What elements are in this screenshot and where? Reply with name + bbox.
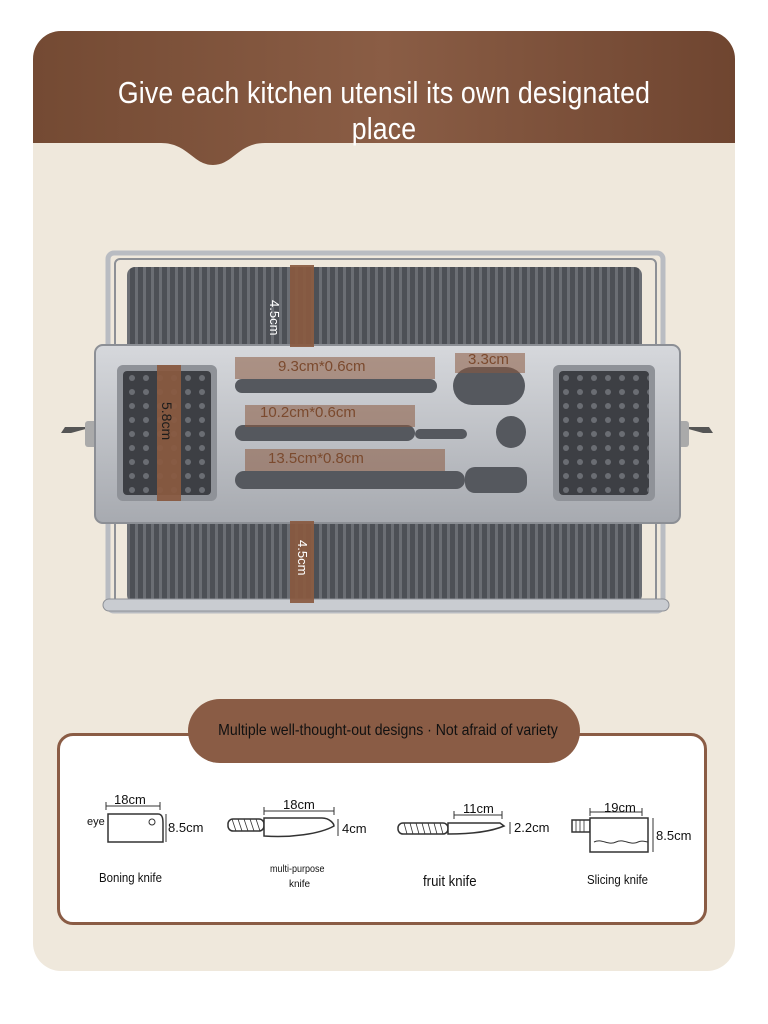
boning-height: 8.5cm	[168, 820, 204, 835]
slicing-name: Slicing knife	[587, 872, 649, 887]
board-bottom	[127, 513, 642, 603]
cleaver-icon	[105, 802, 167, 843]
fruit-name: fruit knife	[423, 873, 477, 890]
boning-name: Boning knife	[99, 870, 162, 885]
multi-height: 4cm	[342, 821, 367, 836]
header-banner	[33, 31, 735, 165]
multi-name-line1: multi-purpose	[270, 864, 325, 875]
section-pill	[188, 699, 580, 763]
fruit-width: 11cm	[463, 801, 494, 816]
slicing-height: 8.5cm	[656, 828, 692, 843]
slot-2-label: 10.2cm*0.6cm	[260, 404, 356, 421]
chef-knife-icon	[227, 807, 339, 838]
multi-width: 18cm	[283, 797, 315, 812]
slot-3	[235, 471, 465, 489]
slot-2	[235, 425, 415, 441]
round-slot	[453, 367, 525, 405]
fruit-height: 2.2cm	[514, 820, 550, 835]
section-title: Multiple well-thought-out designs · Not …	[218, 722, 558, 739]
boning-note: eye	[87, 816, 105, 828]
page-title: Give each kitchen utensil its own design…	[117, 75, 651, 146]
fruit-knife-icon	[397, 811, 511, 835]
slicing-cleaver-icon	[571, 808, 654, 853]
knife-rack-illustration	[61, 250, 713, 614]
multi-name-line2: knife	[289, 879, 311, 890]
slot-1	[235, 379, 437, 393]
slot-1-label: 9.3cm*0.6cm	[278, 358, 366, 375]
round-slot-label: 3.3cm	[468, 351, 509, 368]
slot-3-label: 13.5cm*0.8cm	[268, 450, 364, 467]
slicing-width: 19cm	[604, 800, 636, 815]
boning-width: 18cm	[114, 792, 146, 807]
